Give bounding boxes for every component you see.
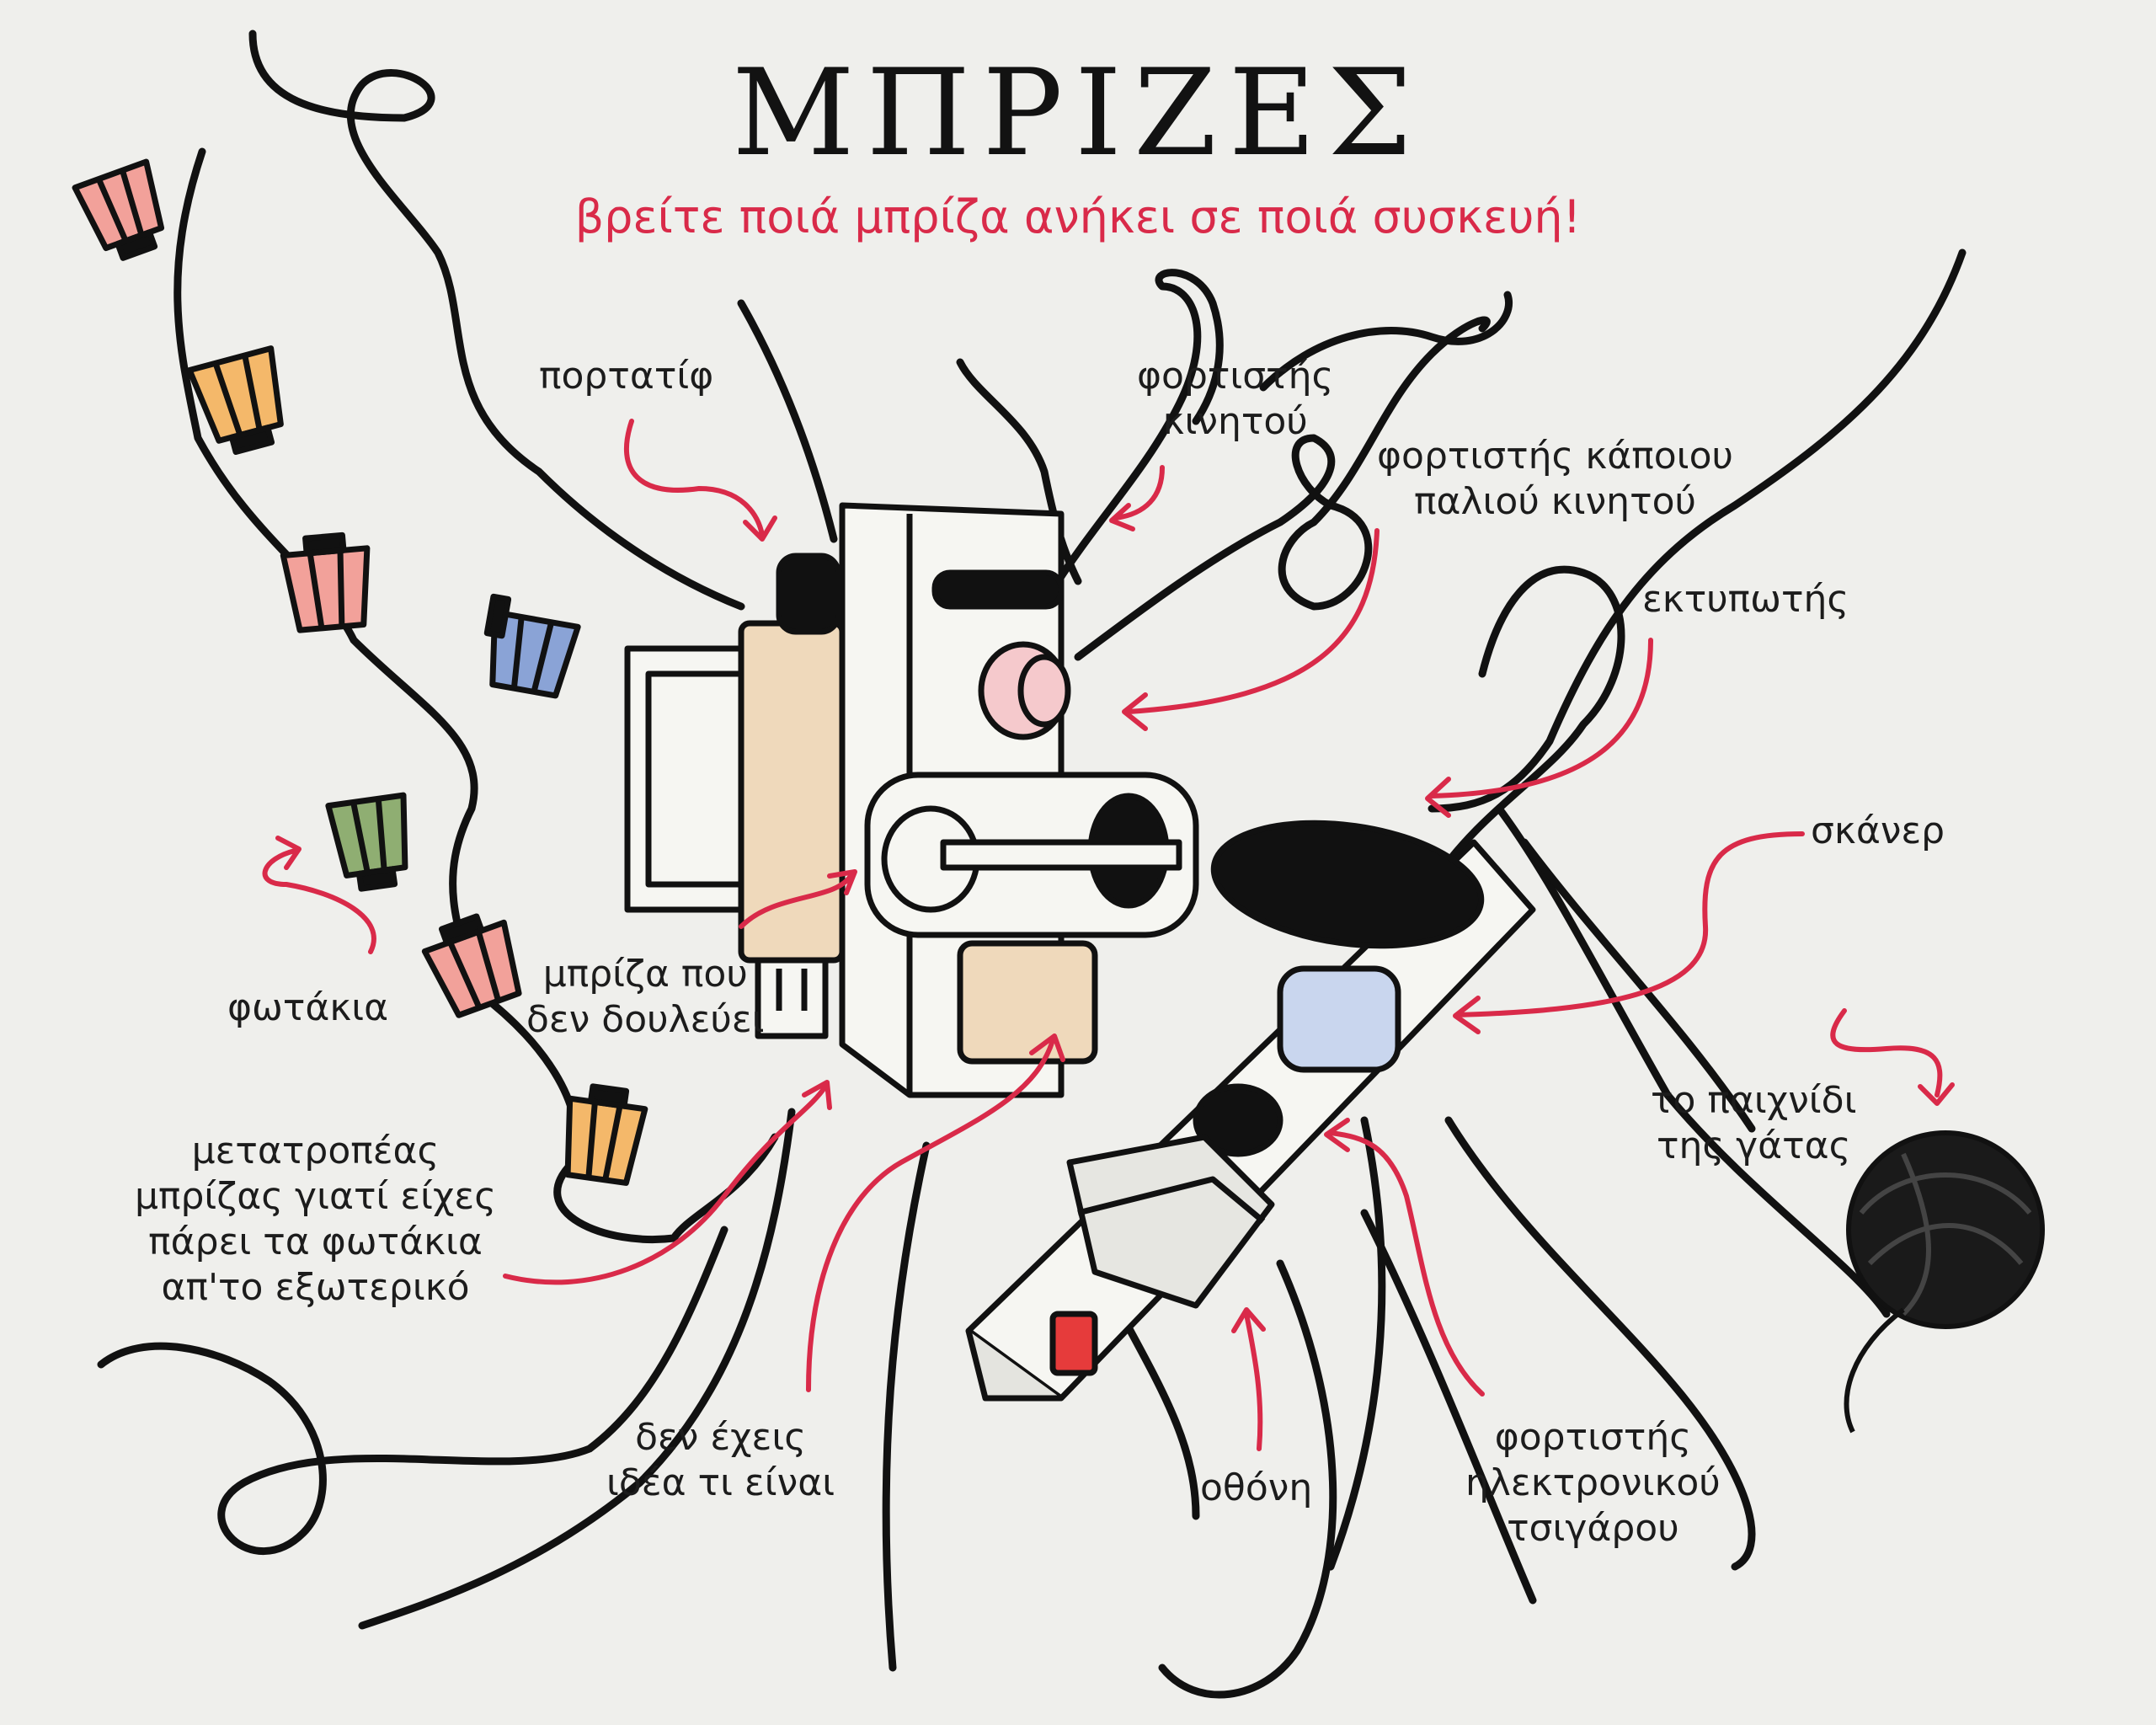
cables	[97, 29, 1967, 1699]
page-subtitle: βρείτε ποιά μπρίζα ανήκει σε ποιά συσκευ…	[574, 190, 1582, 243]
power-strip-icon	[965, 820, 1536, 1402]
power-strip-icon	[839, 502, 1199, 1098]
label-broken-plug: μπρίζα που δεν δουλεύει	[526, 953, 765, 1041]
lantern-icon	[564, 1083, 648, 1186]
plug-adapter	[738, 553, 846, 1039]
label-printer: εκτυπωτής	[1642, 578, 1849, 621]
label-scanner: σκάνερ	[1811, 809, 1945, 852]
arrow-icon	[1231, 1307, 1266, 1451]
label-phone-charger: φορτιστής κινητού	[1137, 355, 1334, 443]
arrow-icon	[739, 869, 857, 929]
arrows	[262, 419, 1955, 1451]
yarn-ball-icon	[1844, 1130, 2045, 1434]
arrow-icon	[1109, 465, 1165, 531]
arrow-icon	[503, 1080, 832, 1285]
arrow-icon	[1830, 1008, 1955, 1106]
arrow-icon	[806, 1033, 1065, 1392]
arrow-icon	[1324, 1118, 1485, 1397]
label-ecig-charger: φορτιστής ηλεκτρονικού τσιγάρου	[1465, 1416, 1721, 1550]
lantern-icon	[325, 792, 408, 892]
fairy-lights	[72, 158, 648, 1186]
arrow-icon	[1425, 638, 1653, 818]
label-monitor: οθόνη	[1200, 1466, 1313, 1509]
label-old-phone-charger: φορτιστής κάποιου παλιού κινητού	[1377, 435, 1733, 523]
lantern-icon	[186, 345, 284, 456]
arrow-icon	[623, 419, 777, 542]
lantern-icon	[280, 531, 371, 633]
label-unknown: δεν έχεις ιδέα τι είναι	[606, 1416, 835, 1504]
arrow-icon	[1453, 831, 1805, 1034]
label-laptop: πορτατίφ	[539, 355, 714, 398]
lantern-icon	[421, 913, 522, 1018]
label-cat-toy: το παιχνίδι της γάτας	[1651, 1079, 1857, 1167]
lantern-icon	[72, 158, 165, 261]
arrow-icon	[1122, 528, 1380, 731]
label-adapter: μετατροπέας μπρίζας γιατί είχες πάρει τα…	[135, 1130, 497, 1309]
label-lights: φωτάκια	[227, 986, 389, 1029]
page-title: ΜΠΡΙΖΕΣ	[732, 44, 1424, 183]
lantern-icon	[483, 593, 581, 699]
arrow-icon	[262, 836, 376, 954]
